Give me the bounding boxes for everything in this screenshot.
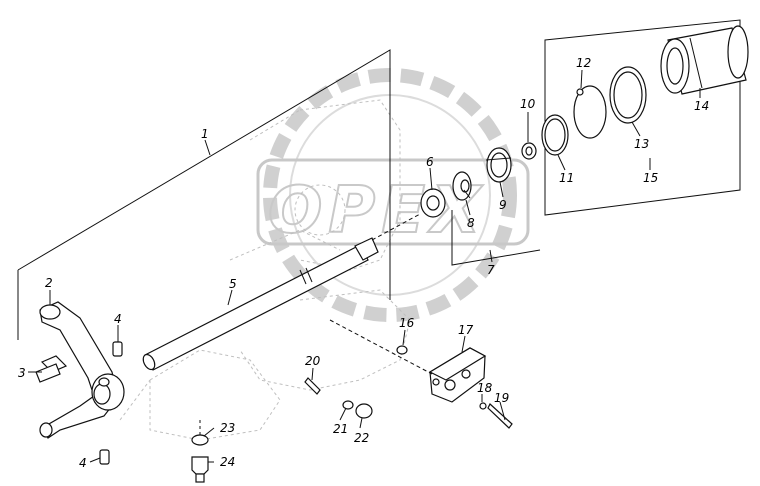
callout-16: 16	[399, 316, 415, 330]
callout-18: 18	[477, 381, 493, 395]
callout-5: 5	[229, 277, 237, 291]
rings	[541, 66, 647, 156]
cup-ring	[485, 147, 512, 183]
leader-lines	[28, 69, 701, 463]
valve-block	[329, 319, 487, 403]
callout-12: 12	[576, 56, 591, 70]
callout-6: 6	[426, 155, 434, 169]
nut	[521, 142, 537, 160]
callout-10: 10	[520, 97, 536, 111]
callout-14: 14	[694, 99, 709, 113]
callout-21: 21	[333, 422, 348, 436]
callout-4-upper: 4	[114, 312, 122, 326]
callout-7: 7	[487, 263, 495, 277]
key-part	[35, 355, 68, 383]
pins	[99, 341, 123, 465]
callout-19: 19	[494, 391, 509, 405]
fasteners	[191, 345, 513, 483]
callout-13: 13	[634, 137, 649, 151]
watermark-text: ОРЕХ	[268, 174, 486, 248]
callout-3: 3	[18, 366, 26, 380]
callout-22: 22	[354, 431, 369, 445]
piston	[660, 25, 749, 95]
callout-23: 23	[220, 421, 235, 435]
callout-24: 24	[220, 455, 235, 469]
fork-lever	[39, 301, 125, 439]
callout-2: 2	[45, 276, 53, 290]
callout-8: 8	[467, 216, 475, 230]
seal-cup	[420, 188, 446, 218]
callout-9: 9	[499, 198, 507, 212]
callout-4-lower: 4	[79, 456, 87, 470]
callout-20: 20	[305, 354, 321, 368]
callout-17: 17	[458, 323, 474, 337]
callout-11: 11	[559, 171, 574, 185]
housing-outline	[119, 99, 411, 441]
assembly-frames	[17, 19, 741, 340]
shaft	[142, 213, 421, 371]
callout-1: 1	[201, 127, 209, 141]
callout-15: 15	[643, 171, 658, 185]
callout-labels: 1 2 3 4 4 5 6 7 8 9 10 11 12 13 14 15 16…	[18, 56, 709, 470]
washer	[452, 171, 472, 201]
